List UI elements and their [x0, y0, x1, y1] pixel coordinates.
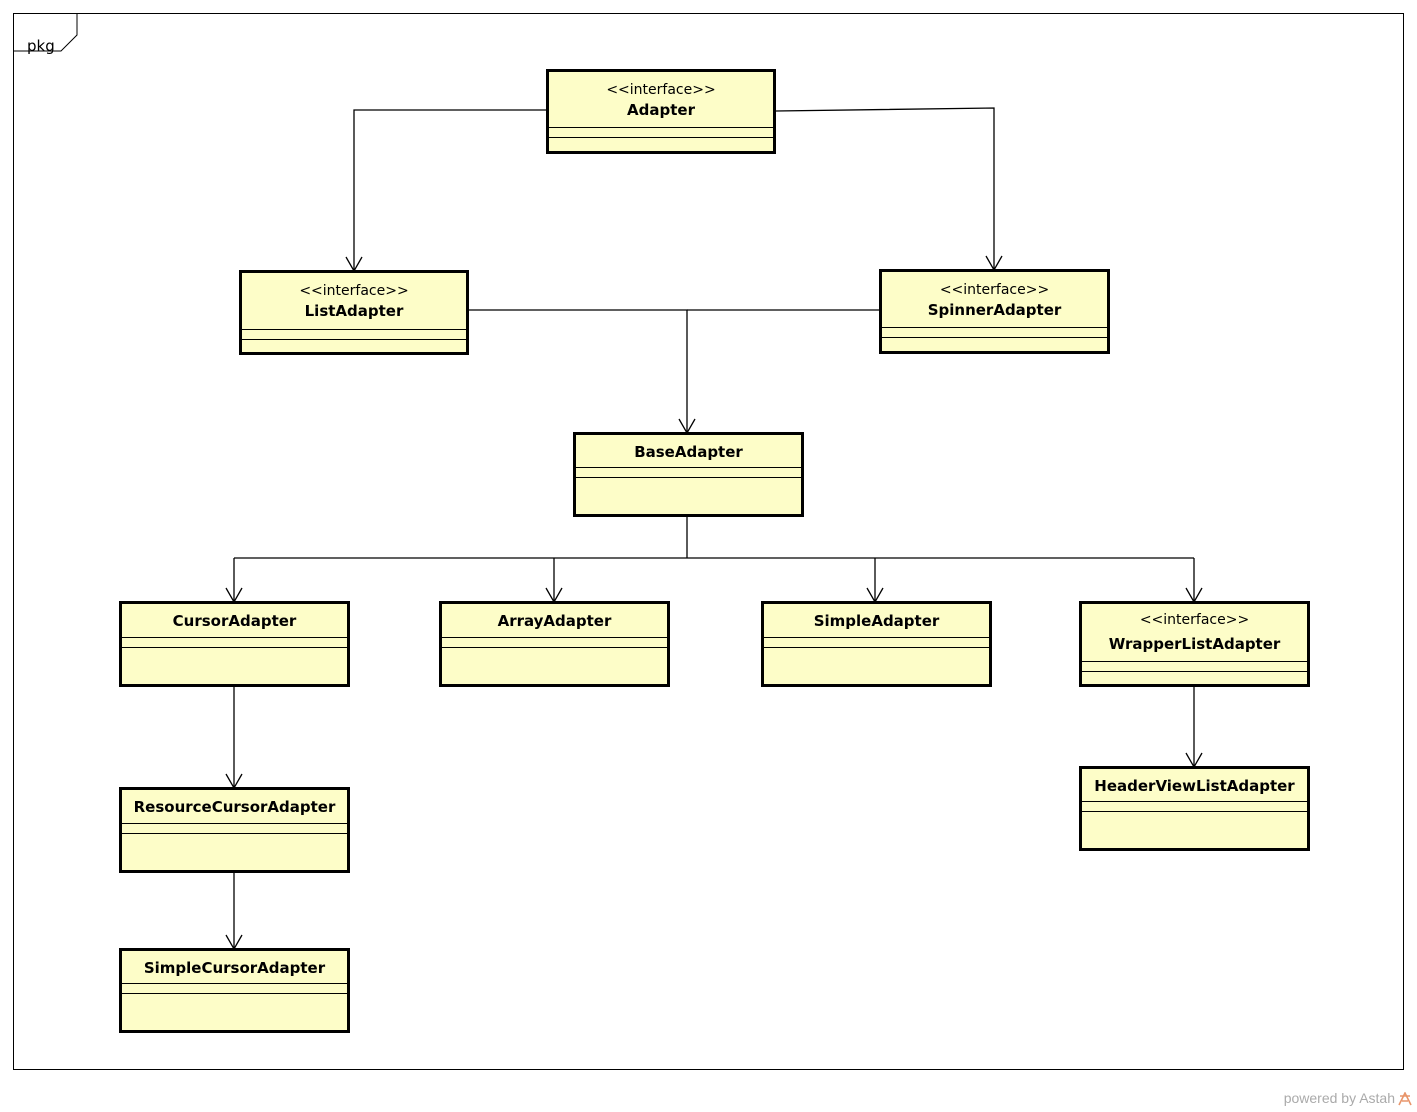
class-name: SpinnerAdapter — [927, 301, 1062, 319]
operations-divider — [764, 647, 989, 648]
class-adapter[interactable]: <<interface>> Adapter — [546, 69, 776, 154]
attributes-divider — [442, 637, 667, 638]
attributes-divider — [122, 823, 347, 824]
class-name: BaseAdapter — [634, 443, 743, 461]
stereotype-label: <<interface>> — [1139, 612, 1250, 628]
stereotype-label: <<interface>> — [606, 82, 716, 98]
attributes-divider — [764, 637, 989, 638]
class-name: ListAdapter — [304, 302, 404, 320]
astah-logo-icon — [1398, 1092, 1412, 1106]
class-name: SimpleAdapter — [813, 612, 940, 630]
attributes-divider — [122, 637, 347, 638]
class-cursor-adapter[interactable]: CursorAdapter — [119, 601, 350, 687]
operations-divider — [122, 647, 347, 648]
class-list-adapter[interactable]: <<interface>> ListAdapter — [239, 270, 469, 355]
attributes-divider — [242, 329, 466, 330]
operations-divider — [122, 833, 347, 834]
operations-divider — [1082, 811, 1307, 812]
class-name: HeaderViewListAdapter — [1094, 777, 1295, 795]
class-header-view-list-adapter[interactable]: HeaderViewListAdapter — [1079, 766, 1310, 851]
class-name: SimpleCursorAdapter — [143, 959, 326, 977]
operations-divider — [242, 339, 466, 340]
operations-divider — [576, 477, 801, 478]
frame-label: pkg — [27, 37, 55, 55]
edge-adapter-listadapter — [353, 109, 546, 271]
operations-divider — [882, 337, 1107, 338]
powered-by-text: powered by Astah — [1283, 1090, 1395, 1106]
attributes-divider — [576, 467, 801, 468]
class-array-adapter[interactable]: ArrayAdapter — [439, 601, 670, 687]
operations-divider — [122, 993, 347, 994]
attributes-divider — [122, 983, 347, 984]
attributes-divider — [1082, 801, 1307, 802]
frame-tab — [14, 14, 78, 52]
package-frame: pkg — [13, 13, 1404, 1070]
operations-divider — [1082, 671, 1307, 672]
operations-divider — [442, 647, 667, 648]
stereotype-label: <<interface>> — [299, 283, 409, 299]
class-name: ResourceCursorAdapter — [133, 798, 336, 816]
class-name: CursorAdapter — [172, 612, 297, 630]
edge-adapter-spinneradapter — [775, 107, 995, 270]
attributes-divider — [1082, 661, 1307, 662]
class-wrapper-list-adapter[interactable]: <<interface>> WrapperListAdapter — [1079, 601, 1310, 687]
class-spinner-adapter[interactable]: <<interface>> SpinnerAdapter — [879, 269, 1110, 354]
class-name: Adapter — [627, 101, 695, 119]
attributes-divider — [882, 327, 1107, 328]
class-simple-cursor-adapter[interactable]: SimpleCursorAdapter — [119, 948, 350, 1033]
class-name: ArrayAdapter — [497, 612, 612, 630]
class-base-adapter[interactable]: BaseAdapter — [573, 432, 804, 517]
class-resource-cursor-adapter[interactable]: ResourceCursorAdapter — [119, 787, 350, 873]
class-name: WrapperListAdapter — [1108, 635, 1281, 653]
class-simple-adapter[interactable]: SimpleAdapter — [761, 601, 992, 687]
operations-divider — [549, 137, 773, 138]
stereotype-label: <<interface>> — [939, 282, 1050, 298]
edge-listadapter-baseadapter — [469, 309, 688, 433]
attributes-divider — [549, 127, 773, 128]
